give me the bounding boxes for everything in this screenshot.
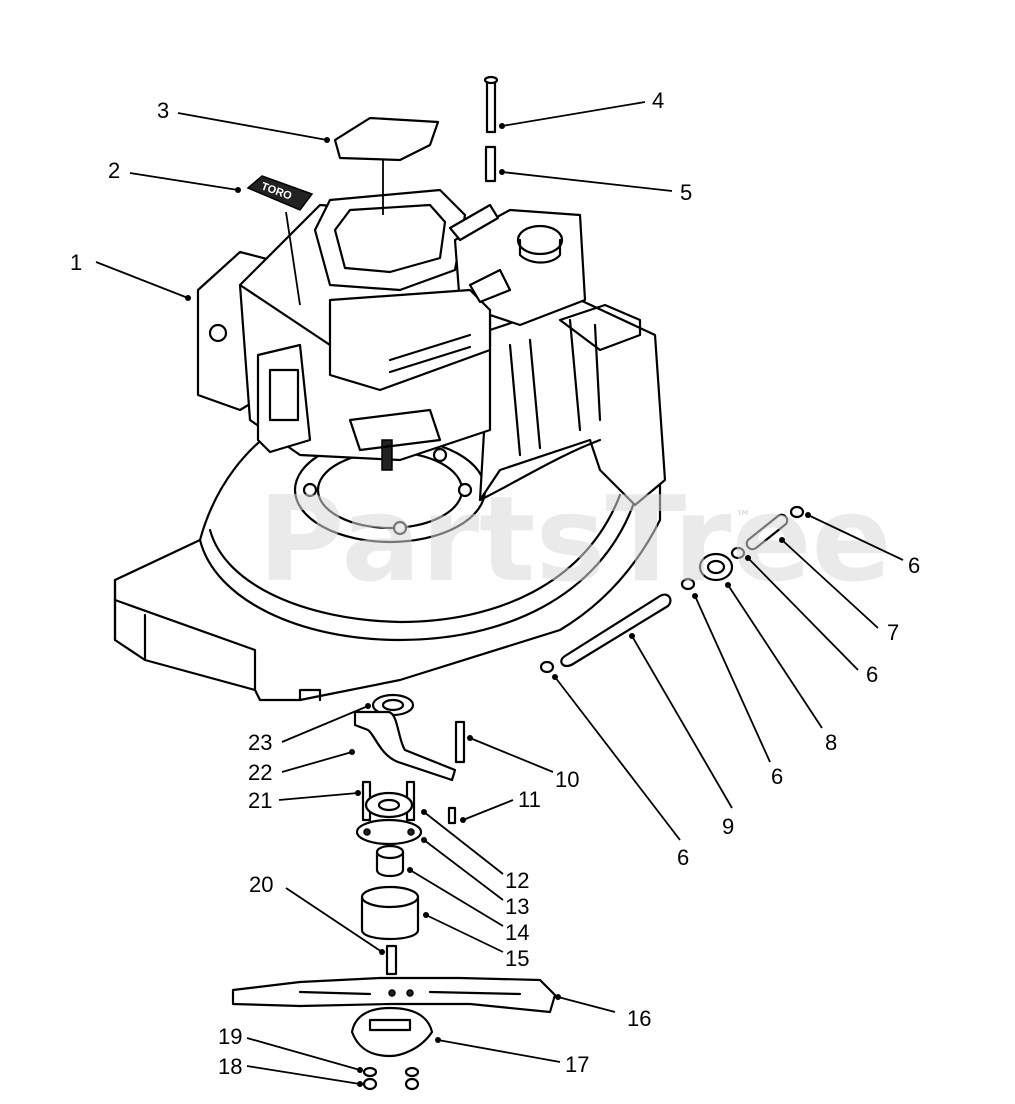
spacer-part-5 [484, 145, 497, 183]
bolt-part-10 [454, 720, 466, 764]
engine [196, 188, 587, 471]
bracket-part-22 [353, 710, 457, 782]
bearing-part-23 [371, 693, 415, 717]
screw-part-11 [447, 806, 457, 825]
callout-16: 16 [627, 1006, 651, 1031]
callout-18: 18 [218, 1054, 242, 1079]
callout-14: 14 [505, 920, 529, 945]
callout-labels: 1 2 3 4 5 6 6 6 6 7 8 9 10 11 12 13 14 1… [70, 88, 920, 1079]
callout-15: 15 [505, 946, 529, 971]
callout-23: 23 [248, 730, 272, 755]
watermark-trademark: ™ [735, 507, 751, 526]
nuts-part-6 [539, 505, 805, 674]
callout-22: 22 [248, 760, 272, 785]
toro-decal: TORO [246, 175, 314, 211]
stiffener-part-17 [350, 1006, 434, 1058]
callout-20: 20 [249, 872, 273, 897]
tube-part-7 [745, 513, 789, 551]
callout-4: 4 [652, 88, 664, 113]
callout-9: 9 [722, 814, 734, 839]
callout-8: 8 [825, 730, 837, 755]
callout-2: 2 [108, 158, 120, 183]
blade-bolt-part-20 [385, 944, 398, 976]
bolt-part-4 [483, 75, 499, 134]
callout-13: 13 [505, 894, 529, 919]
callout-11: 11 [518, 787, 541, 812]
plate-part-13 [355, 818, 423, 846]
callout-17: 17 [565, 1052, 589, 1077]
filter-cover-decal [333, 116, 440, 162]
nuts-washers-part-18-19 [362, 1066, 420, 1091]
callout-10: 10 [555, 767, 579, 792]
flange-part-12 [364, 791, 414, 819]
callout-3: 3 [157, 98, 169, 123]
callout-12: 12 [505, 868, 529, 893]
callout-6b: 6 [866, 662, 878, 687]
callout-1: 1 [70, 250, 82, 275]
callout-19: 19 [218, 1024, 242, 1049]
callout-6c: 6 [771, 764, 783, 789]
blade-adapter-part-15 [360, 885, 420, 940]
watermark: PartsTree [258, 470, 892, 608]
axle-rod-part-9 [560, 593, 672, 668]
callout-6d: 6 [677, 845, 689, 870]
rear-housing [478, 298, 667, 507]
callout-21: 21 [248, 788, 272, 813]
wheel-cap-part-8 [698, 552, 734, 582]
callout-6a: 6 [908, 553, 920, 578]
callout-5: 5 [680, 180, 692, 205]
callout-7: 7 [887, 620, 899, 645]
leader-lines [95, 101, 904, 1087]
blade-part-16 [231, 976, 557, 1014]
sleeve-part-14 [375, 844, 405, 878]
